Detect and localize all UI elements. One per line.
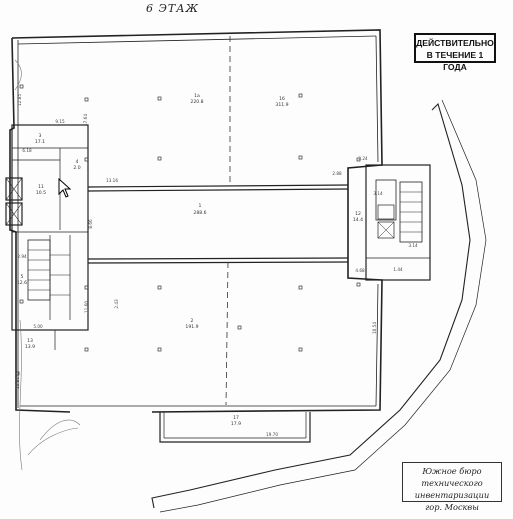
dimension-label: 17.64: [83, 114, 88, 126]
dimension-label: 12.85: [17, 94, 22, 106]
room-area-13: 13.9: [25, 344, 35, 350]
bureau-stamp-line1: Южное бюро технического: [421, 466, 483, 488]
dimension-label: 2.94: [17, 254, 27, 259]
dimension-label: 4.68: [355, 268, 365, 273]
dimension-label: 9.15: [55, 119, 65, 124]
site-boundary: [151, 99, 487, 513]
left-core: [5, 124, 89, 350]
dimension-labels: 9.15 6.18 8.66 17.64 2.88 3.14 12.85 3.2…: [15, 94, 418, 437]
bureau-stamp: Южное бюро технического инвентаризации г…: [402, 462, 502, 512]
room-label-4: 4: [76, 159, 79, 165]
dimension-label: 6.18: [22, 148, 32, 153]
room-label-5: 5: [21, 274, 24, 280]
left-pencil-marks: [14, 59, 81, 471]
outer-walls: [9, 29, 383, 413]
dimension-label: 19.70: [266, 432, 278, 437]
room-area-11: 10.5: [36, 190, 46, 196]
dimension-label: 1.44: [393, 267, 403, 272]
validity-stamp-line1: ДЕЙСТВИТЕЛЬНО: [416, 38, 494, 48]
mouse-cursor-icon: [58, 178, 72, 198]
room-area-1b: 311.9: [275, 102, 288, 108]
room-label-17: 17: [233, 415, 239, 421]
dimension-label: 3.14: [373, 191, 383, 196]
room-label-1b: 1б: [279, 96, 285, 102]
validity-stamp: ДЕЙСТВИТЕЛЬНО В ТЕЧЕНИЕ 1 ГОДА: [414, 33, 496, 72]
dimension-label: 3.24: [358, 156, 368, 161]
dimension-label: 11.60: [84, 301, 89, 313]
room-area-3: 17.1: [35, 139, 45, 145]
room-label-13: 13: [27, 338, 33, 344]
room-area-1: 288.6: [193, 210, 206, 216]
validity-stamp-line2: В ТЕЧЕНИЕ 1 ГОДА: [426, 50, 484, 72]
column-markers: [15, 84, 361, 376]
balcony: [159, 412, 311, 443]
room-label-2: 2: [191, 318, 194, 324]
room-label-1a: 1а: [194, 93, 200, 99]
dimension-label: 2.43: [114, 299, 119, 309]
bureau-stamp-line3: гор. Москвы: [425, 502, 479, 512]
room-label-1: 1: [199, 203, 202, 209]
room-area-4: 2.0: [73, 165, 80, 171]
room-area-5: 12.6: [17, 280, 27, 286]
room-labels: 1 288.6 2 191.9 1а 220.8 3 17.1 4 2.0 5 …: [17, 93, 363, 427]
bureau-stamp-line2: инвентаризации: [414, 490, 490, 500]
dimension-label: 8.66: [88, 219, 93, 229]
room-area-17: 17.9: [231, 421, 241, 427]
room-label-3: 3: [39, 133, 42, 139]
room-area-12: 14.4: [353, 217, 363, 223]
dimension-label: 3.14: [408, 243, 418, 248]
right-core: [365, 164, 431, 281]
room-area-1a: 220.8: [190, 99, 203, 105]
dimension-label: 2.88: [332, 171, 342, 176]
central-corridor: [87, 184, 349, 264]
room-label-12: 12: [355, 211, 361, 217]
room-label-11: 11: [38, 184, 44, 190]
dimension-label: 13.81: [15, 377, 20, 389]
room-area-2: 191.9: [185, 324, 198, 330]
floor-title: 6 ЭТАЖ: [146, 2, 199, 15]
dimension-label: 13.16: [106, 178, 118, 183]
dashed-partitions: [225, 36, 231, 406]
dimension-label: 10.54: [372, 322, 377, 334]
dimension-label: 5.00: [33, 324, 43, 329]
